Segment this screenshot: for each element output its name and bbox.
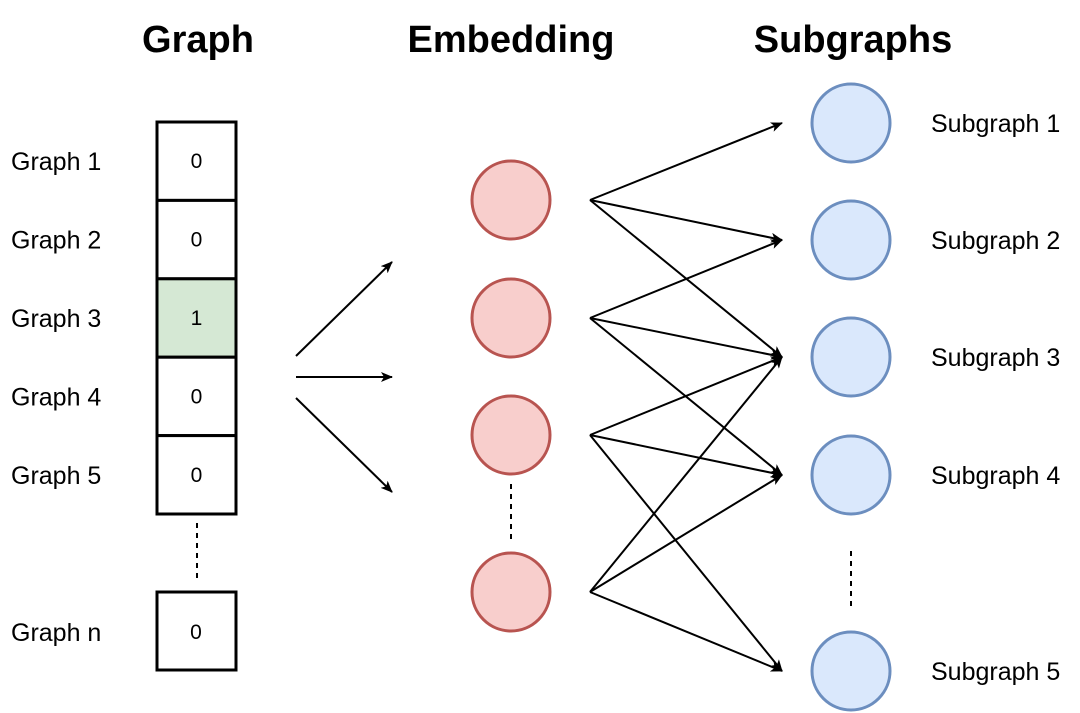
subgraph-label-3: Subgraph 3 — [931, 344, 1060, 372]
subgraph-label-4: Subgraph 4 — [931, 462, 1060, 490]
graph-label: Graph 4 — [11, 383, 101, 411]
graph-label: Graph 2 — [11, 227, 101, 255]
subgraph-node-2 — [810, 199, 892, 281]
graph-label: Graph 3 — [11, 305, 101, 333]
connection-arrow-1-2 — [589, 199, 783, 243]
subgraph-node-3 — [810, 316, 892, 398]
connection-arrow-1-1 — [589, 122, 783, 201]
graph-cell-value: 0 — [191, 464, 203, 487]
subgraph-node-4 — [810, 434, 892, 516]
embedding-nodes — [470, 159, 552, 633]
connection-arrow-4-3 — [589, 356, 783, 593]
connection-arrow-3-3 — [589, 356, 783, 436]
graph-heading: Graph — [142, 19, 254, 61]
subgraphs-heading: Subgraphs — [754, 19, 952, 61]
embedding-node-1 — [470, 159, 552, 241]
connection-arrow-4-5 — [589, 591, 783, 672]
embedding-node-4 — [470, 551, 552, 633]
graph-label: Graph 1 — [11, 148, 101, 176]
input-arrow-up — [295, 261, 393, 357]
connections — [589, 122, 783, 672]
graph-cell-3: 1 — [155, 277, 238, 359]
graph-cell-2: 0 — [155, 198, 238, 281]
graph-cell-value: 0 — [191, 229, 203, 252]
graph-cell-value: 0 — [190, 621, 202, 644]
embedding-heading: Embedding — [408, 19, 615, 61]
connection-arrow-2-3 — [589, 317, 783, 360]
connection-arrow-2-2 — [589, 239, 783, 319]
subgraph-label-1: Subgraph 1 — [931, 110, 1060, 138]
graph-cell-value: 0 — [191, 150, 203, 173]
subgraph-node-1 — [810, 82, 892, 164]
graph-cell-1: 0 — [155, 120, 238, 202]
graph-label: Graph 5 — [11, 462, 101, 490]
input-arrows — [295, 261, 393, 493]
graph-cell-4: 0 — [155, 355, 238, 438]
subgraph-nodes: Subgraph 1 Subgraph 2 Subgraph 3 Subgraph 4… — [810, 82, 1060, 712]
embedding-node-3 — [470, 394, 552, 476]
graph-cell-value: 1 — [191, 307, 203, 330]
graph-cell-box — [155, 434, 238, 516]
graph-cell-n: 0 — [155, 590, 238, 672]
subgraph-node-5 — [810, 630, 892, 712]
graph-label-n: Graph n — [11, 619, 101, 647]
subgraph-label-2: Subgraph 2 — [931, 227, 1060, 255]
input-arrow-down — [295, 397, 393, 493]
connection-arrow-3-4 — [589, 434, 783, 478]
connection-arrow-4-4 — [589, 474, 783, 593]
graph-cell-5: 0 — [155, 434, 238, 516]
embedding-node-2 — [470, 277, 552, 359]
connection-arrow-3-5 — [589, 434, 783, 672]
graph-cell-value: 0 — [191, 385, 203, 408]
subgraph-label-5: Subgraph 5 — [931, 658, 1060, 686]
graph-cell-box — [155, 355, 238, 438]
graph-cell-box — [155, 590, 238, 672]
